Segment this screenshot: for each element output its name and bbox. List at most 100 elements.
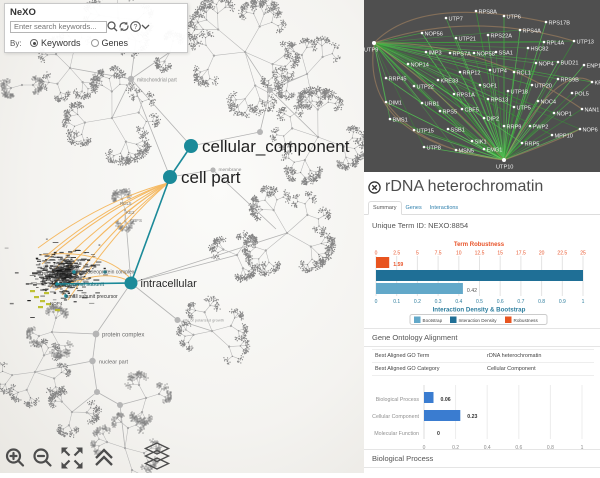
svg-text:0.6: 0.6: [497, 299, 504, 305]
svg-text:KRE33: KRE33: [441, 79, 459, 85]
svg-text:UTP15: UTP15: [417, 129, 434, 135]
svg-text:SIK1: SIK1: [475, 140, 487, 146]
svg-text:0.1: 0.1: [393, 299, 400, 305]
svg-text:NOP56: NOP56: [425, 32, 443, 38]
svg-text:RPS5: RPS5: [443, 110, 458, 116]
svg-text:UTP5: UTP5: [517, 106, 531, 112]
svg-text:mitochondrial part: mitochondrial part: [137, 78, 177, 84]
svg-text:22.5: 22.5: [557, 251, 567, 257]
svg-text:UTP22: UTP22: [417, 85, 434, 91]
svg-text:CBFS: CBFS: [130, 218, 142, 223]
svg-text:SOF1: SOF1: [483, 84, 498, 90]
svg-text:BMS1: BMS1: [393, 118, 408, 124]
svg-text:UTP20: UTP20: [535, 84, 552, 90]
svg-text:RPS9B: RPS9B: [561, 78, 580, 84]
svg-text:NOP4: NOP4: [539, 62, 554, 68]
svg-text:NOP6: NOP6: [583, 128, 598, 134]
svg-text:BUD21: BUD21: [561, 61, 579, 67]
svg-text:RPS13: RPS13: [491, 98, 509, 104]
svg-text:DIP2: DIP2: [487, 117, 499, 123]
svg-text:0.7: 0.7: [517, 299, 524, 305]
svg-text:KE2: KE2: [126, 210, 135, 215]
svg-text:1: 1: [582, 299, 585, 305]
svg-text:0: 0: [375, 299, 378, 305]
svg-text:UTP21: UTP21: [459, 37, 476, 43]
svg-text:small subunit precursor: small subunit precursor: [66, 294, 118, 300]
svg-text:Interaction Density & Bootstra: Interaction Density & Bootstrap: [433, 307, 526, 314]
svg-text:RPS17B: RPS17B: [549, 21, 571, 27]
svg-text:RPS4A: RPS4A: [523, 29, 542, 35]
svg-text:RPS1A: RPS1A: [42, 271, 57, 276]
svg-text:0.4: 0.4: [455, 299, 462, 305]
svg-text:0.5: 0.5: [476, 299, 483, 305]
svg-text:URB1: URB1: [425, 102, 440, 108]
svg-text:0: 0: [375, 251, 378, 257]
svg-text:RPS7A: RPS7A: [453, 52, 472, 58]
svg-text:HSC82: HSC82: [531, 47, 549, 53]
svg-text:NOP4: NOP4: [50, 301, 63, 306]
svg-text:Robustness: Robustness: [514, 318, 539, 323]
svg-text:20: 20: [539, 251, 545, 257]
svg-text:ribosomal subunit: ribosomal subunit: [61, 282, 105, 288]
svg-text:0.8: 0.8: [538, 299, 545, 305]
svg-text:RPS22A: RPS22A: [491, 34, 513, 40]
svg-text:Bootstrap: Bootstrap: [423, 318, 443, 323]
svg-text:7.5: 7.5: [435, 251, 442, 257]
svg-text:RRP45: RRP45: [389, 77, 407, 83]
svg-text:RCL1: RCL1: [517, 71, 531, 77]
svg-text:UTP4: UTP4: [493, 69, 507, 75]
svg-text:NOC4: NOC4: [541, 100, 557, 106]
svg-text:ENP1: ENP1: [587, 64, 600, 70]
svg-text:Cellular Component: Cellular Component: [372, 414, 419, 420]
svg-text:0.2: 0.2: [414, 299, 421, 305]
svg-text:KRR1: KRR1: [595, 81, 600, 87]
svg-text:17.5: 17.5: [516, 251, 526, 257]
svg-text:RPS8A: RPS8A: [479, 10, 498, 16]
svg-text:Term Robustness: Term Robustness: [454, 242, 505, 248]
svg-text:NOP1: NOP1: [557, 112, 572, 118]
svg-text:cellular_component: cellular_component: [202, 137, 350, 156]
svg-text:0: 0: [437, 431, 440, 437]
svg-text:NAN1: NAN1: [585, 108, 600, 114]
svg-text:nuclear part: nuclear part: [99, 360, 129, 366]
svg-text:CBF5: CBF5: [465, 108, 479, 114]
svg-text:UTP18: UTP18: [511, 90, 528, 96]
svg-text:0.06: 0.06: [441, 397, 451, 403]
svg-text:1.59: 1.59: [393, 262, 403, 268]
svg-text:RPL4A: RPL4A: [547, 41, 565, 47]
svg-text:12.5: 12.5: [475, 251, 485, 257]
svg-text:0.42: 0.42: [467, 288, 477, 294]
svg-text:0.9: 0.9: [559, 299, 566, 305]
svg-text:PWP2: PWP2: [533, 125, 549, 131]
svg-text:RPS1A: RPS1A: [457, 93, 476, 99]
svg-text:protein complex: protein complex: [102, 333, 144, 339]
svg-text:UTP8: UTP8: [427, 146, 441, 152]
svg-text:IMP3: IMP3: [429, 51, 442, 57]
svg-text:DIM1: DIM1: [389, 101, 402, 107]
svg-text:0.3: 0.3: [435, 299, 442, 305]
svg-text:?: ?: [134, 24, 138, 31]
svg-text:MSN5: MSN5: [459, 149, 475, 155]
svg-text:UTP10: UTP10: [496, 165, 513, 171]
svg-text:UTP9: UTP9: [364, 48, 378, 54]
svg-text:RRP12: RRP12: [463, 71, 481, 77]
svg-text:5: 5: [416, 251, 419, 257]
svg-text:UTP6: UTP6: [507, 15, 521, 21]
svg-text:MPP10: MPP10: [555, 134, 573, 140]
svg-text:SSA1: SSA1: [499, 51, 513, 57]
svg-text:NOP14: NOP14: [411, 63, 429, 69]
svg-text:Biological Process: Biological Process: [376, 397, 420, 403]
svg-text:site of polarized growth: site of polarized growth: [183, 318, 224, 323]
svg-text:UTP13: UTP13: [577, 40, 594, 46]
svg-text:ribonucleoprotein complex: ribonucleoprotein complex: [76, 270, 135, 276]
svg-text:Molecular Function: Molecular Function: [374, 431, 419, 437]
svg-text:RCL5: RCL5: [120, 201, 132, 206]
svg-text:UTP7: UTP7: [449, 17, 463, 23]
svg-text:intracellular: intracellular: [141, 278, 198, 290]
svg-text:2.5: 2.5: [393, 251, 400, 257]
svg-text:10: 10: [456, 251, 462, 257]
svg-text:membrane: membrane: [219, 167, 242, 173]
svg-text:RRP5: RRP5: [525, 142, 540, 148]
svg-text:25: 25: [580, 251, 586, 257]
svg-text:EMG1: EMG1: [487, 148, 503, 154]
